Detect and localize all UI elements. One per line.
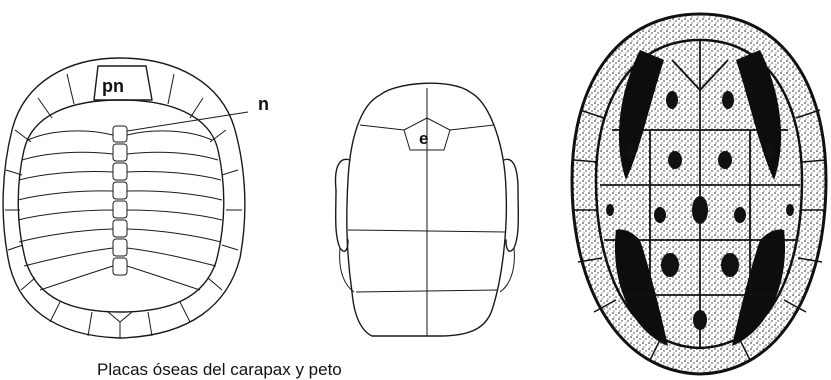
carapace-pygal-plate [108,312,132,338]
carapace-stippled-drawing [572,14,826,374]
plastron-left-flap [340,248,354,292]
figure-caption: Placas óseas del carapax y peto [97,360,342,380]
plastron-diagram: e [336,83,519,336]
plastron-right-flap [500,248,514,292]
carapace-neural-plates [113,126,127,275]
carapace-costal-seams [18,131,222,290]
carapace-diagram: pn n [3,58,269,338]
label-n: n [258,94,269,114]
label-e: e [419,129,428,148]
n-leader-line [127,112,248,131]
carapace-inner-border [18,100,224,312]
label-pn: pn [102,76,124,96]
carapace-peripheral-seams [5,74,242,336]
